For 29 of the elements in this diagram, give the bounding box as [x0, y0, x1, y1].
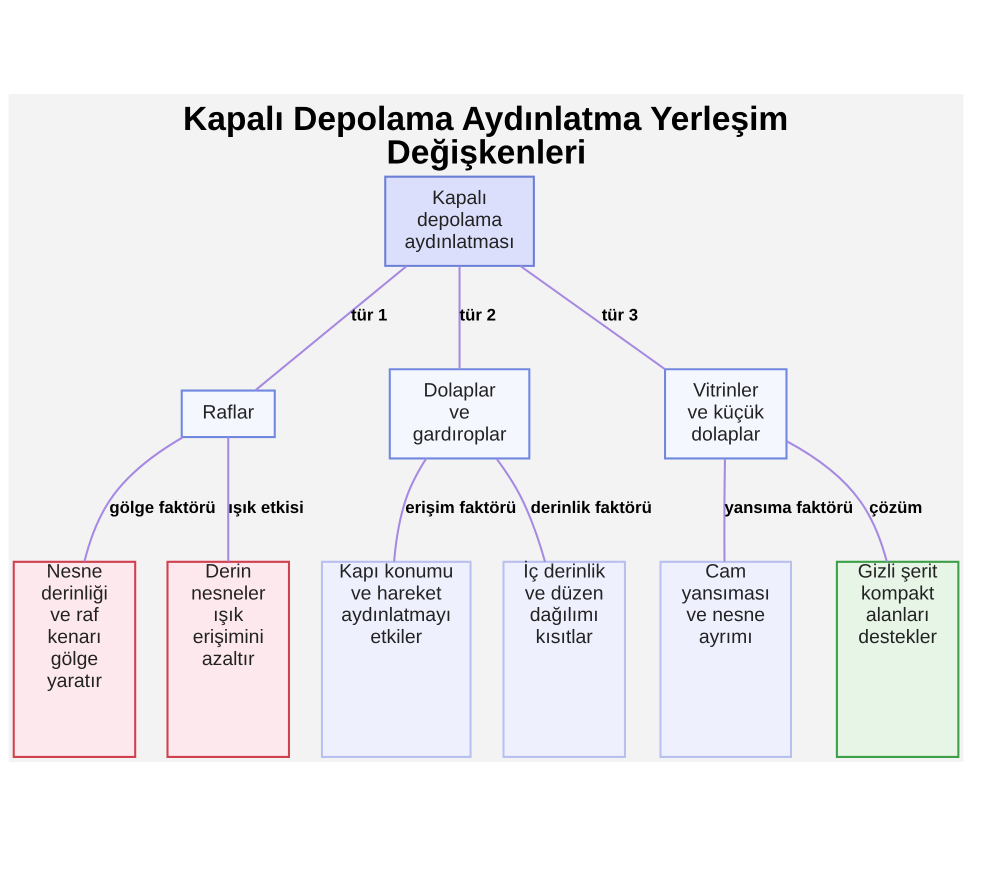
edge-label: yansıma faktörü	[724, 498, 854, 518]
node-box: Kapalı depolama aydınlatması	[384, 176, 535, 267]
node-box: Nesne derinliği ve raf kenarı gölge yaratır	[12, 560, 136, 758]
edge-label: tür 1	[351, 306, 388, 325]
node-box: Gizli şerit kompakt alanları destekler	[836, 560, 960, 758]
connector	[227, 437, 230, 562]
connector	[496, 458, 546, 562]
node-box: Derin nesneler ışık erişimini azaltır	[166, 560, 290, 758]
node-box: İç derinlik ve düzen dağılımı kısıtlar	[502, 560, 626, 758]
connector	[723, 458, 726, 562]
connector	[83, 436, 184, 562]
connector	[254, 265, 408, 392]
node-box: Dolaplar ve gardıroplar	[388, 368, 530, 460]
edge-label: çözüm	[869, 498, 922, 518]
node-box: Vitrinler ve küçük dolaplar	[664, 368, 788, 460]
node-box: Raflar	[180, 390, 276, 438]
edge-label: erişim faktörü	[405, 498, 516, 518]
connector	[520, 265, 666, 370]
edge-label: derinlik faktörü	[530, 498, 652, 518]
connector	[786, 440, 888, 562]
diagram-title: Kapalı Depolama Aydınlatma Yerleşim Değişkenleri	[183, 100, 788, 172]
node-box: Kapı konumu ve hareket aydınlatmayı etkiler	[320, 560, 472, 758]
edge-label: tür 3	[602, 306, 638, 325]
node-box: Cam yansıması ve nesne ayrımı	[659, 560, 792, 758]
connector	[393, 458, 428, 562]
edge-label: gölge faktörü	[109, 498, 216, 518]
edge-label: tür 2	[460, 306, 496, 325]
edge-label: ışık etkisi	[228, 498, 304, 518]
connector	[458, 266, 461, 370]
